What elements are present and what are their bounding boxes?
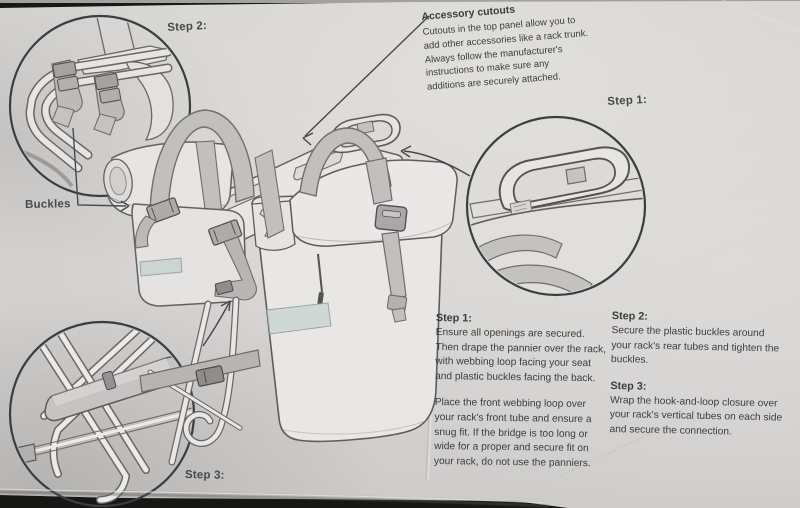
front-roll-strap — [254, 149, 285, 239]
step2-body: Secure the plastic buckles around your r… — [610, 324, 780, 366]
buckles-label: Buckles — [25, 198, 71, 211]
accessory-cutouts-note: Accessory cutouts Cutouts in the top pan… — [421, 0, 605, 95]
buckles-label-arrow — [72, 127, 130, 212]
callout-label-step2: Step 2: — [167, 19, 208, 34]
callout-label-step1: Step 1: — [607, 93, 648, 108]
callout-circle-step2-buckles — [8, 14, 192, 198]
left-pannier-handle — [149, 109, 255, 215]
front-reflective-band — [266, 302, 332, 335]
step1-heading: Step 1: — [435, 312, 472, 325]
webbing-strap-buckle — [195, 365, 225, 387]
callout-circle-step1-webbing-loop — [465, 115, 647, 297]
step1-paragraph-2: Place the front webbing loop over your r… — [433, 397, 592, 469]
callout-label-step3: Step 3: — [184, 469, 225, 482]
step2-step3-instructions: Step 2: Secure the plastic buckles aroun… — [609, 310, 800, 442]
arrow-accessory-cutouts-to-top-panel — [302, 15, 430, 146]
rack-buckle — [208, 219, 243, 246]
step1-paragraph-1: Ensure all openings are secured. Then dr… — [435, 326, 607, 385]
step1-instructions: Step 1: Ensure all openings are secured.… — [434, 312, 621, 472]
callout-circle-step3-hook-and-loop — [8, 320, 196, 508]
arrow-to-front-webbing-strap — [202, 300, 231, 347]
main-illustration-panniers-on-rack — [103, 109, 458, 466]
front-pannier-handle — [299, 127, 392, 197]
side-release-buckle — [374, 204, 408, 232]
arrow-circle-to-pannier — [400, 145, 471, 177]
accessory-cutouts-body: Cutouts in the top panel allow you to ad… — [422, 14, 589, 93]
paper-edge-sliver — [0, 0, 800, 3]
zipper-pull — [317, 291, 324, 307]
step3-body: Wrap the hook-and-loop closure over your… — [609, 394, 783, 438]
rack-buckle — [146, 197, 181, 224]
paper-bottom-edge — [0, 488, 549, 508]
left-reflective-band — [139, 257, 183, 277]
zipper — [317, 253, 323, 293]
